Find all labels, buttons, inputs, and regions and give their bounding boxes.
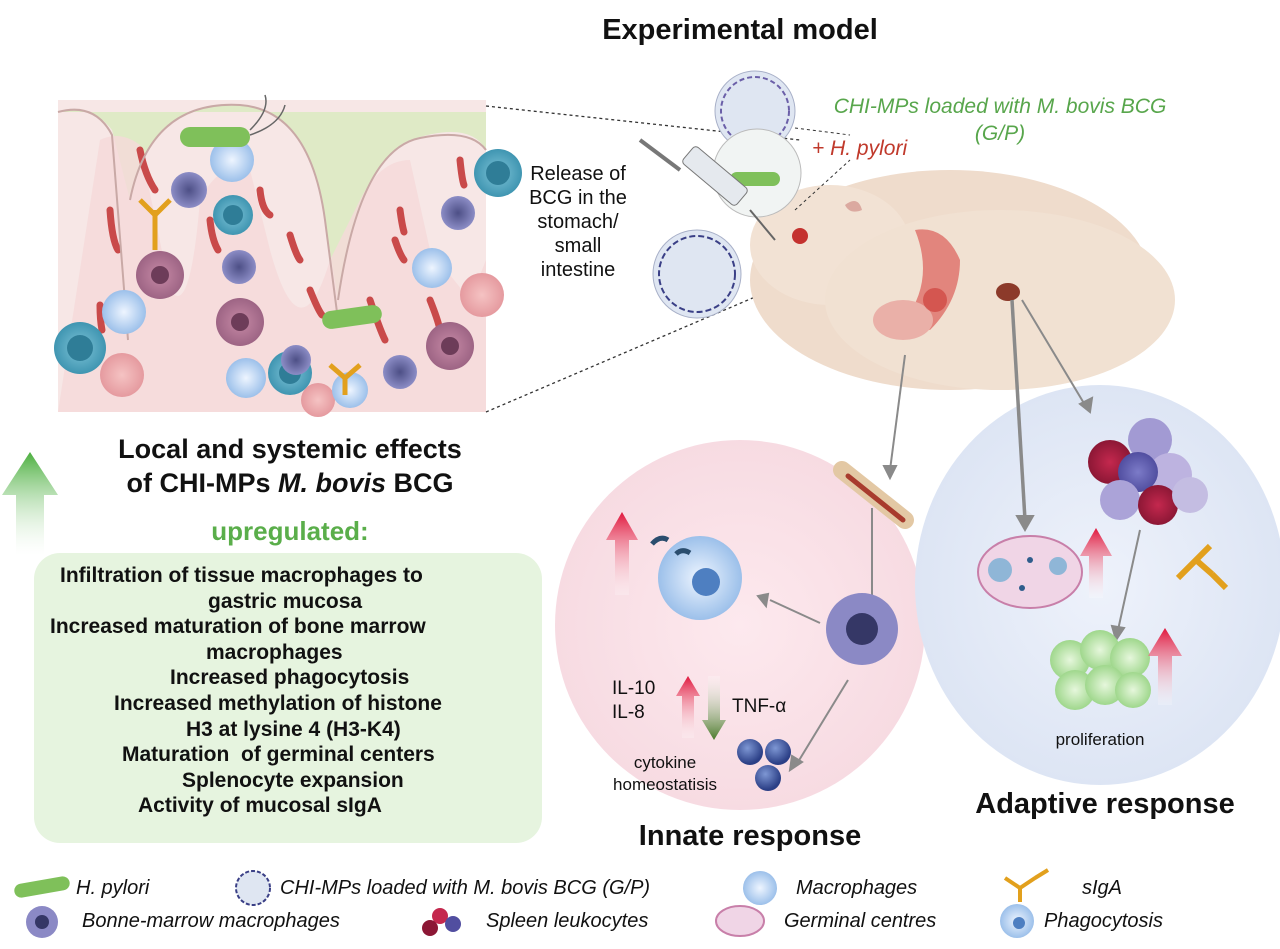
red-up-arrow xyxy=(1080,528,1112,598)
legend-macrophages: Macrophages xyxy=(796,877,918,899)
spleen-leukocytes-cluster xyxy=(1088,418,1208,525)
effect-item: Splenocyte expansion xyxy=(182,768,404,792)
legend-icons xyxy=(14,868,1050,938)
effect-item: gastric mucosa xyxy=(208,589,363,613)
microparticle-closeups xyxy=(652,70,851,319)
effect-item: Infiltration of tissue macrophages to xyxy=(60,564,423,587)
release-label-line: BCG in the xyxy=(529,187,627,209)
il8-label: IL-8 xyxy=(612,702,645,723)
experimental-model-title: Experimental model xyxy=(602,14,878,46)
upregulated-label: upregulated: xyxy=(211,516,369,546)
innate-response-title: Innate response xyxy=(638,820,862,852)
effects-title-line1: Local and systemic effects xyxy=(118,434,462,464)
cytokine-line2: homeostatisis xyxy=(613,775,717,794)
cytokine-line1: cytokine xyxy=(633,753,697,772)
gastric-mucosa-illustration xyxy=(54,94,522,417)
effects-title-line2: of CHI-MPs M. bovis BCG xyxy=(40,466,540,500)
effect-item: Maturation of germinal centers xyxy=(122,743,435,767)
legend-siga: sIgA xyxy=(1082,877,1123,899)
effect-item: Increased methylation of histone xyxy=(114,691,442,715)
h-pylori-label: + H. pylori xyxy=(812,137,908,160)
red-up-arrow xyxy=(676,676,700,738)
guinea-pig-illustration xyxy=(750,170,1175,390)
legend-h-pylori: H. pylori xyxy=(76,877,150,899)
legend-chi-mps: CHI-MPs loaded with M. bovis BCG (G/P) xyxy=(280,877,651,899)
effects-list: Infiltration of tissue macrophages to ga… xyxy=(34,563,542,819)
phagocytic-cell xyxy=(650,535,742,620)
chi-mps-label-line2: (G/P) xyxy=(974,122,1026,145)
effect-item: Increased maturation of bone marrow xyxy=(50,615,426,639)
bm-macrophage-cell xyxy=(826,593,898,665)
germinal-centre-cell xyxy=(977,535,1083,609)
legend-bone-marrow-macrophages: Bonne-marrow macrophages xyxy=(82,910,340,932)
release-label-line: Release of xyxy=(530,163,626,185)
big-green-up-arrow xyxy=(2,452,58,555)
proliferating-cells xyxy=(1050,630,1151,710)
tnf-label: TNF-α xyxy=(732,696,787,717)
innate-response-circle xyxy=(555,440,925,810)
effect-item: macrophages xyxy=(206,640,343,664)
effect-item: H3 at lysine 4 (H3-K4) xyxy=(186,717,401,741)
red-up-arrow xyxy=(606,512,638,595)
chi-mps-label: CHI-MPs loaded with M. bovis BCG (G/P) xyxy=(800,93,1200,147)
legend-spleen-leukocytes: Spleen leukocytes xyxy=(486,910,649,932)
effect-item: Increased phagocytosis xyxy=(170,666,410,690)
cytokine-homeostasis-label: cytokine homeostatisis xyxy=(590,752,740,796)
effects-title: Local and systemic effects of CHI-MPs M.… xyxy=(40,432,540,500)
effect-item: Activity of mucosal sIgA xyxy=(138,794,382,818)
adaptive-response-title: Adaptive response xyxy=(975,788,1235,820)
il10-label: IL-10 xyxy=(612,678,656,699)
cytokine-spheres xyxy=(737,739,791,791)
bone-illustration xyxy=(833,461,914,529)
chi-mps-label-line1: CHI-MPs loaded with M. bovis BCG xyxy=(833,95,1167,118)
effects-title-italic: M. bovis xyxy=(277,468,386,498)
legend-germinal-centres: Germinal centres xyxy=(784,910,937,932)
effects-box xyxy=(34,553,542,843)
syringe-illustration xyxy=(638,138,776,241)
siga-antibody xyxy=(1175,543,1229,591)
release-label: Release of BCG in the stomach/ small int… xyxy=(508,162,648,282)
effects-title-suffix: BCG xyxy=(386,468,454,498)
release-label-line: small xyxy=(554,235,602,257)
effects-title-prefix: of CHI-MPs xyxy=(126,468,278,498)
proliferation-label: proliferation xyxy=(1055,730,1145,749)
release-label-line: stomach/ xyxy=(537,211,619,233)
green-down-arrow xyxy=(702,676,726,740)
red-up-arrow xyxy=(1148,628,1182,705)
release-label-line: intestine xyxy=(540,259,616,281)
legend-phagocytosis: Phagocytosis xyxy=(1044,910,1163,932)
